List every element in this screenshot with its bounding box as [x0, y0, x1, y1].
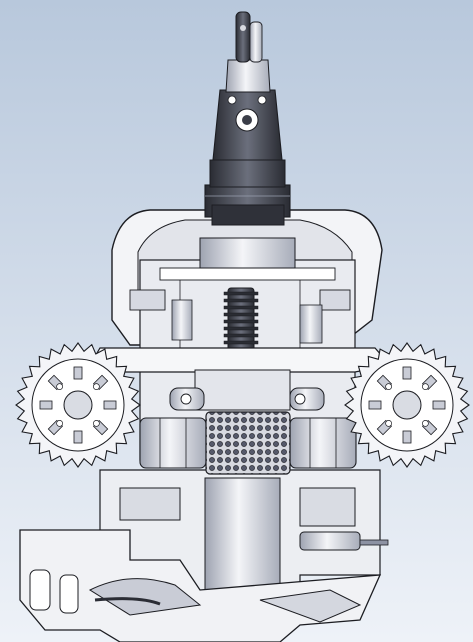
lower-bracket-left: [119, 487, 181, 521]
base-bracket[interactable]: [19, 529, 382, 642]
crossbar: [89, 347, 392, 373]
lower-bracket-right: [299, 487, 356, 527]
base-cable: [94, 597, 161, 606]
left-sprocket[interactable]: [15, 342, 141, 468]
left-motor[interactable]: [139, 417, 207, 469]
base-wedge: [259, 589, 362, 623]
gripper-hinge[interactable]: [225, 59, 271, 93]
drive-gear[interactable]: [223, 287, 259, 361]
rotary-collar[interactable]: [204, 159, 291, 226]
roller-cylinder[interactable]: [205, 411, 291, 475]
top-gripper-jaw: [249, 21, 263, 63]
frame-post-left: [171, 299, 193, 341]
frame-tab-left: [129, 289, 166, 311]
right-motor[interactable]: [289, 417, 357, 469]
top-gripper[interactable]: [235, 11, 251, 63]
lower-shaft: [204, 477, 281, 599]
right-sprocket[interactable]: [344, 342, 470, 468]
base-slot-left: [29, 569, 51, 611]
side-pin-tip: [359, 539, 389, 546]
frame-post-right: [299, 304, 323, 344]
base-slot-mid: [59, 574, 79, 614]
pin-right: [289, 387, 325, 411]
frame-hub: [199, 237, 296, 269]
frame-top-plate: [159, 267, 336, 281]
crossbar-center-block: [194, 369, 291, 411]
frame-tab-right: [319, 289, 351, 311]
side-pin-right: [299, 531, 361, 551]
base-cam: [88, 578, 202, 616]
